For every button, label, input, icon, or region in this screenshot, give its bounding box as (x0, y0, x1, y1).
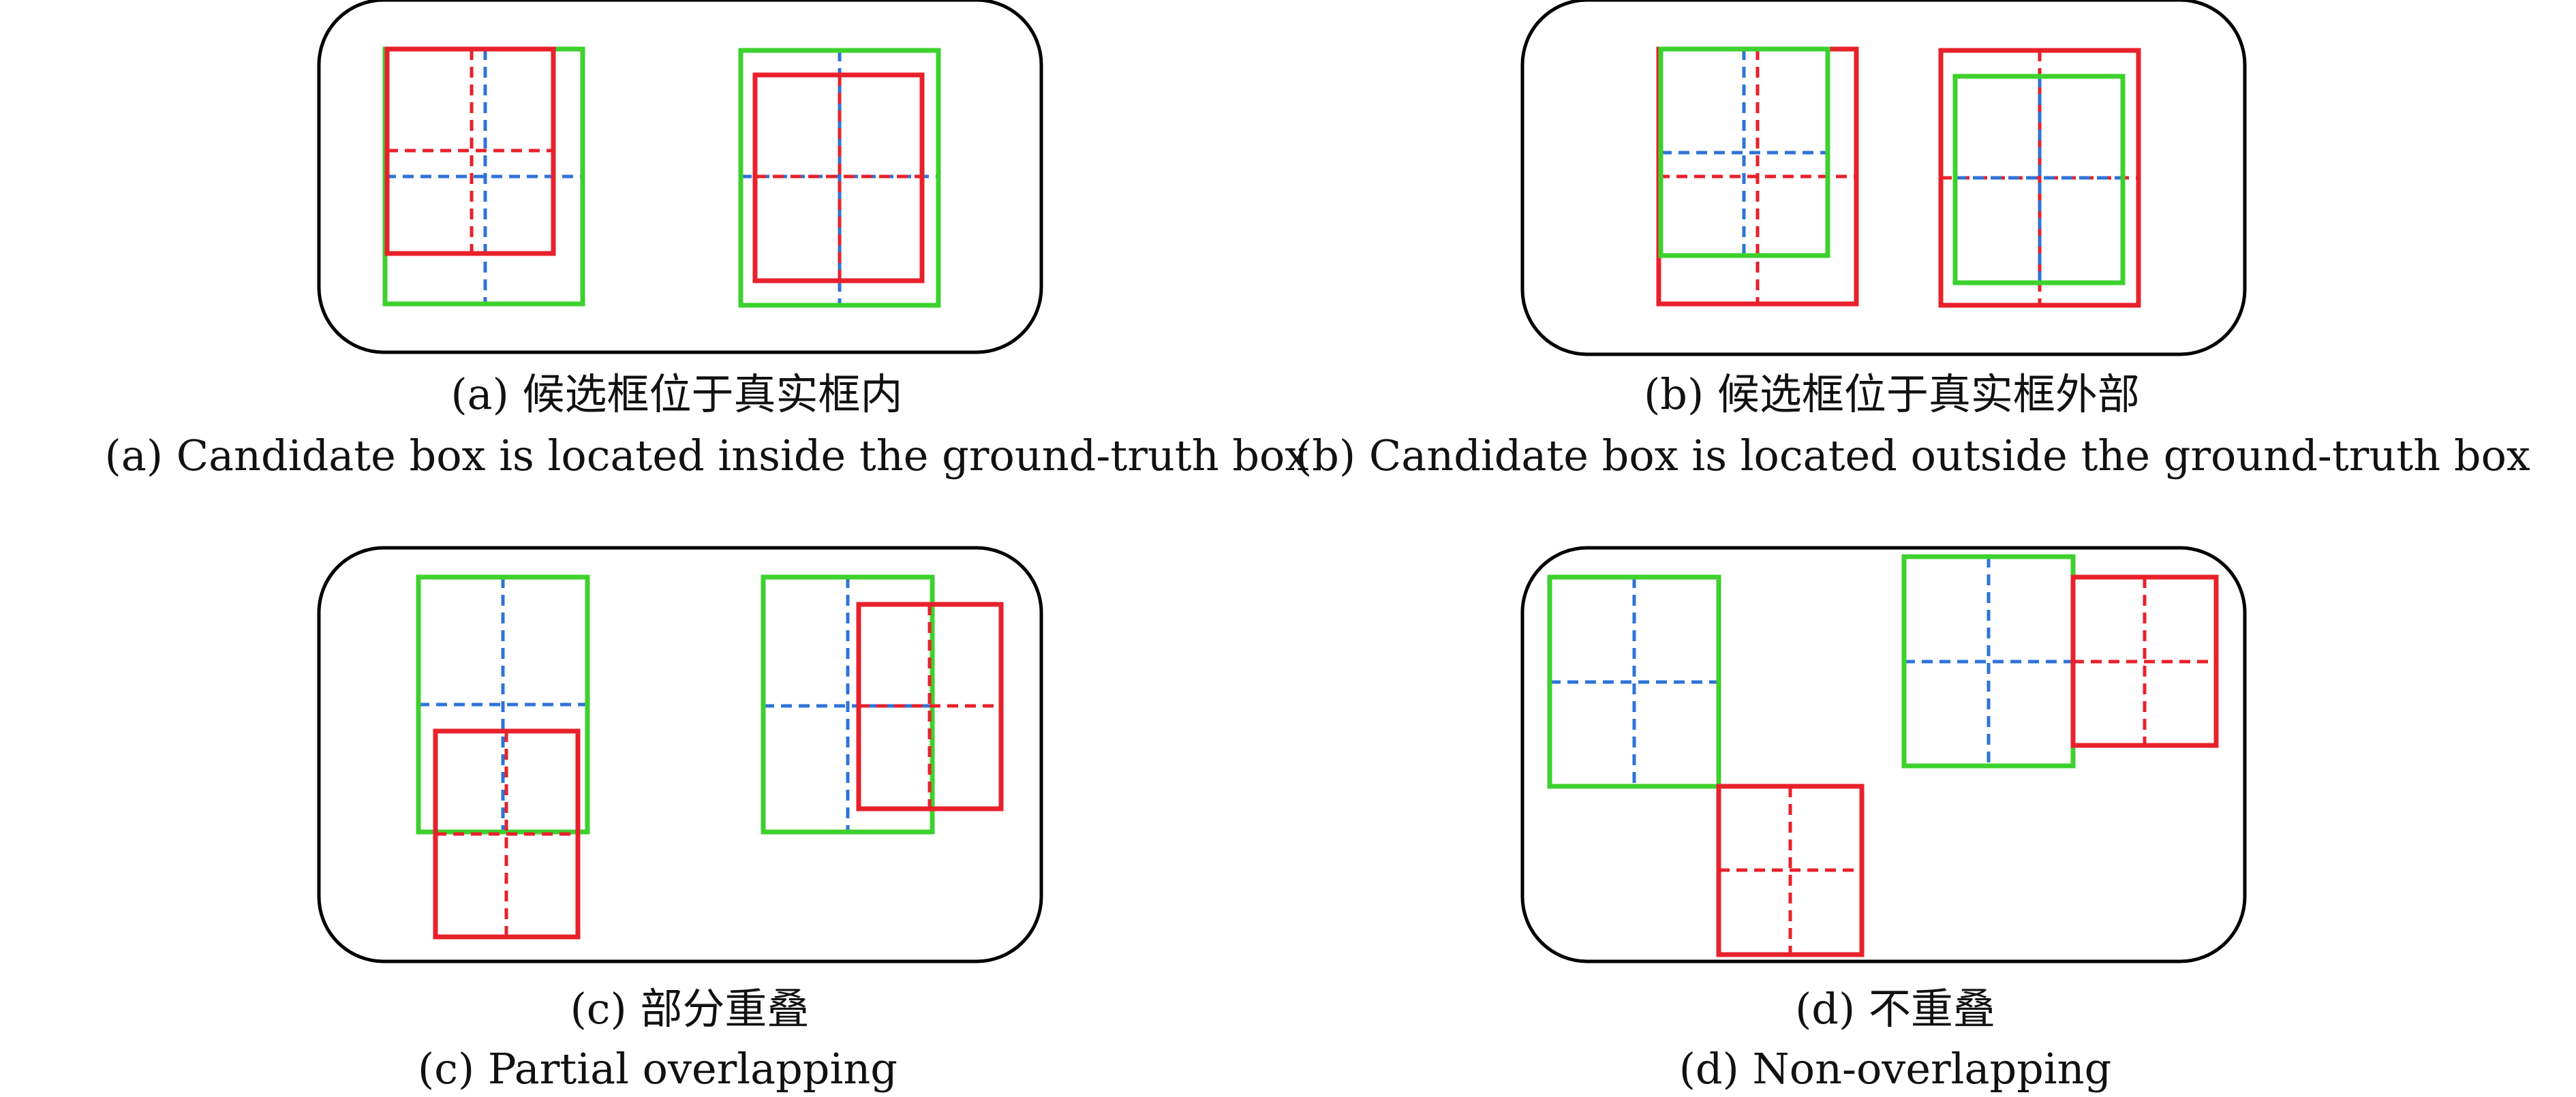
ground-truth-box-b1-outline (1658, 46, 1830, 258)
caption-b-zh: (b) 候选框位于真实框外部 (1644, 369, 2140, 419)
ground-truth-box-b2 (1952, 74, 2126, 285)
candidate-box-a1 (384, 46, 556, 256)
candidate-box-c2 (856, 602, 1004, 812)
caption-c-zh: (c) 部分重叠 (570, 984, 810, 1034)
caption-d-zh: (d) 不重叠 (1795, 984, 1995, 1034)
ground-truth-box-d1 (1547, 574, 1721, 789)
ground-truth-box-c1-outline (416, 574, 590, 835)
candidate-box-b2-outline (1938, 48, 2141, 308)
ground-truth-box-b2-outline (1952, 74, 2126, 285)
candidate-box-d2 (2070, 574, 2219, 748)
candidate-box-d2-outline (2070, 574, 2219, 748)
ground-truth-box-c1 (416, 574, 590, 835)
panels-layer (317, 0, 2247, 963)
ground-truth-box-c2 (761, 574, 935, 835)
candidate-box-c2-outline (856, 602, 1004, 812)
ground-truth-box-a2 (738, 48, 941, 308)
caption-c-en: (c) Partial overlapping (418, 1044, 898, 1094)
candidate-box-d1-outline (1716, 784, 1865, 957)
candidate-box-c1-outline (433, 728, 581, 940)
caption-b-en: (b) Candidate box is located outside the… (1295, 431, 2530, 480)
panel-a-frame (317, 0, 1043, 354)
candidate-box-a2 (752, 72, 925, 283)
caption-a-en: (a) Candidate box is located inside the … (104, 431, 1309, 480)
ground-truth-box-a2-outline (738, 48, 941, 308)
candidate-box-d1 (1716, 784, 1865, 957)
candidate-box-a2-outline (752, 72, 925, 283)
panel-c-frame (317, 546, 1043, 963)
candidate-box-a1-outline (384, 46, 556, 256)
candidate-box-c1 (433, 728, 581, 940)
ground-truth-box-d2 (1901, 554, 2076, 769)
ground-truth-box-d1-outline (1547, 574, 1721, 789)
candidate-box-b2 (1938, 48, 2141, 308)
caption-d-en: (d) Non-overlapping (1678, 1044, 2112, 1094)
caption-a-zh: (a) 候选框位于真实框内 (450, 369, 903, 419)
panel-b-frame (1520, 0, 2247, 356)
panel-d-frame (1520, 546, 2247, 963)
ground-truth-box-b1 (1658, 46, 1830, 258)
